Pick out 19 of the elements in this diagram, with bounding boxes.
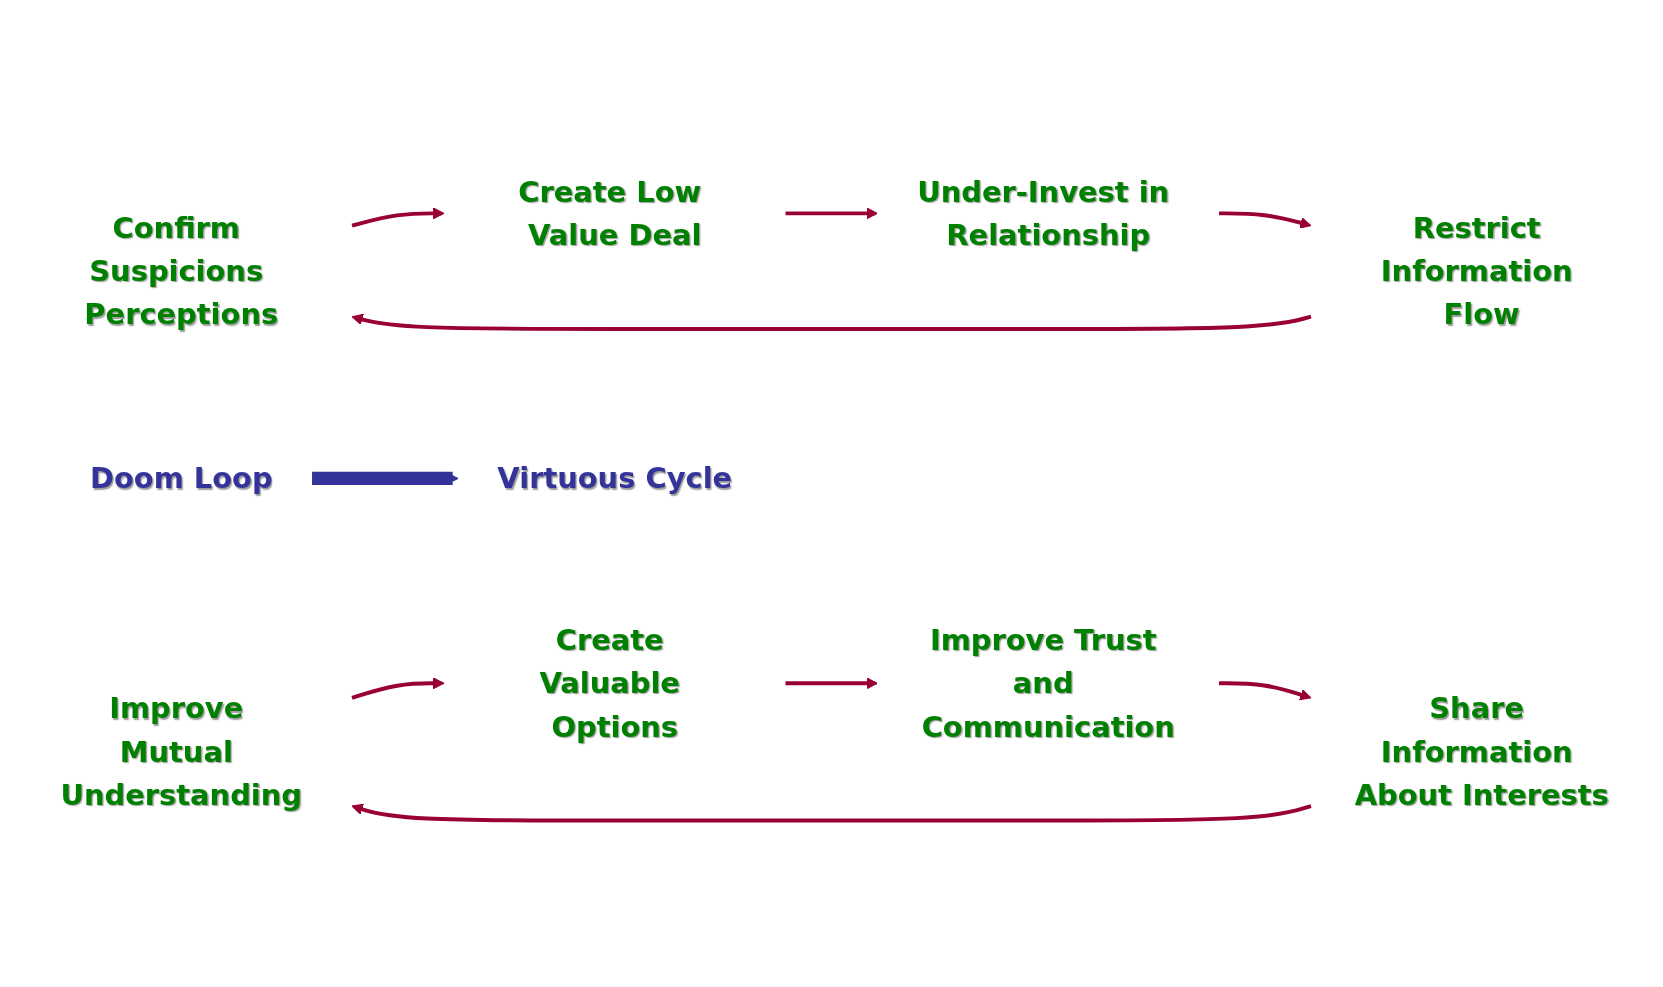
arrow — [351, 803, 1312, 823]
node-text: Restrict Information Flow — [1380, 211, 1573, 331]
node-text: Virtuous Cycle — [497, 461, 733, 495]
node-text: Under-Invest in Relationship — [917, 175, 1170, 252]
node-text: Improve Mutual Understanding — [60, 692, 303, 812]
arrow — [351, 207, 445, 228]
arrow — [1219, 211, 1312, 229]
node-text: Confirm Suspicions Perceptions — [84, 211, 279, 331]
arrow — [312, 471, 459, 485]
arrow — [785, 677, 878, 690]
node-text: Doom Loop — [89, 461, 273, 495]
node-text: Share Information About Interests — [1354, 692, 1609, 812]
node-text: Create Valuable Options — [539, 623, 680, 744]
arrow — [785, 207, 878, 220]
arrow — [351, 313, 1312, 331]
arrow — [1219, 681, 1312, 701]
node-text: Improve Trust and Communication — [921, 623, 1175, 744]
node-text: Create Low Value Deal — [518, 175, 702, 252]
arrow — [351, 677, 445, 700]
